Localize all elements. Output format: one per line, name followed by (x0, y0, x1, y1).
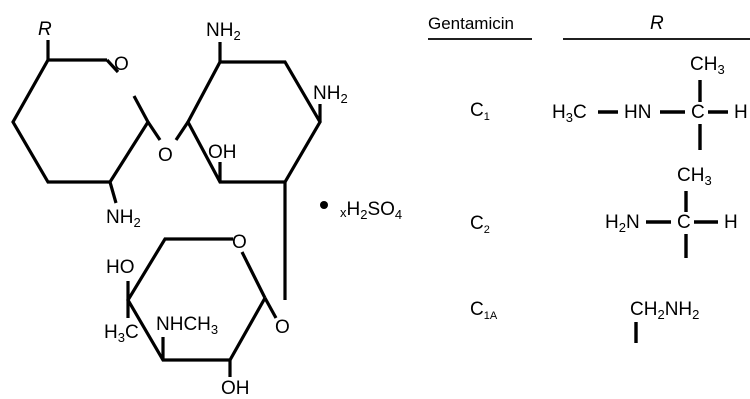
ring1-glyco-bond (146, 121, 162, 141)
ring3-oxygen: O (232, 232, 247, 253)
row-c1-h3c: H3C (552, 102, 587, 125)
glycosidic-oxygen-2: O (275, 317, 290, 338)
row-c2-name: C2 (470, 213, 490, 236)
row-c1a-group: CH2NH2 (630, 299, 699, 322)
ring1-oxygen: O (114, 54, 129, 75)
ring3-hydroxyl-bottom: OH (221, 378, 250, 399)
row-c1-carbon: C (691, 102, 705, 123)
table-header-gentamicin: Gentamicin (428, 14, 514, 33)
sulfate-salt-label: xH2SO4 (340, 199, 402, 222)
ring3-bonds (126, 237, 267, 362)
glycosidic-oxygen-1: O (158, 145, 173, 166)
ring1-nh2-bond (108, 181, 118, 204)
table-header-r: R (650, 13, 664, 34)
ring3-methyl: H3C (104, 322, 139, 345)
row-c2-h2n: H2N (605, 212, 640, 235)
ring2-amine-right: NH2 (313, 83, 348, 106)
ring3-hydroxyl-left: HO (106, 257, 135, 278)
row-c1-methyl: CH3 (690, 54, 725, 77)
row-c1-hn: HN (624, 102, 651, 123)
ring1-amine: NH2 (106, 207, 141, 230)
ring2-bonds (186, 60, 322, 184)
glyco2-to-ring3 (263, 297, 278, 319)
ring1-bonds (11, 58, 150, 184)
ring3-bond-o (240, 251, 267, 299)
r-group-label: R (38, 19, 52, 40)
ring1-bond-o (105, 58, 120, 74)
salt-dot (320, 201, 328, 209)
row-c1a-name: C1A (470, 299, 498, 322)
row-c2-h: H (724, 212, 738, 233)
glyco1-to-ring2 (174, 121, 190, 141)
ring3-methylamino: NHCH3 (156, 314, 218, 337)
row-c1-name: C1 (470, 100, 490, 123)
row-c2-carbon: C (677, 212, 691, 233)
ring2-hydroxyl: OH (208, 142, 237, 163)
row-c1-h: H (734, 102, 748, 123)
row-c2-methyl: CH3 (677, 165, 712, 188)
ring2-amine-top: NH2 (206, 20, 241, 43)
